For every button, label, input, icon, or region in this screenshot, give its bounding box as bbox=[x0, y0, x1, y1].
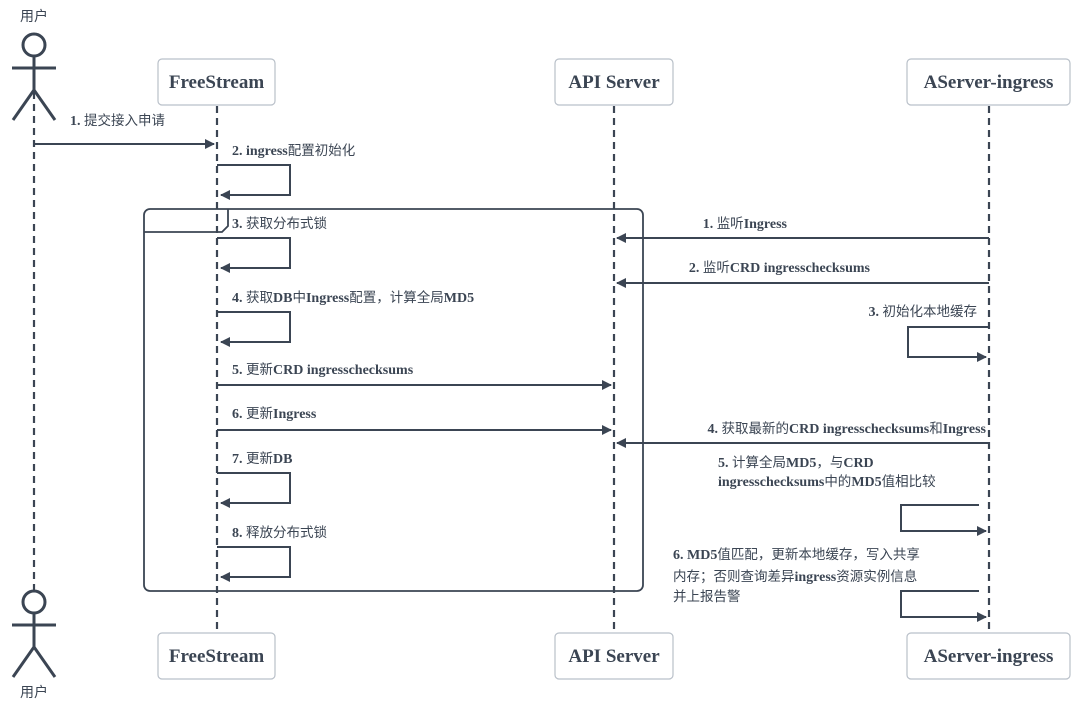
msg-label-a6-line3: 并上报告警 bbox=[673, 589, 741, 604]
participant-aserver-top: AServer-ingress bbox=[906, 58, 1071, 106]
msg-label-a1: 1. 监听Ingress bbox=[703, 216, 788, 232]
msg-label-f5: 5. 更新CRD ingresschecksums bbox=[232, 362, 414, 378]
actor-user-bottom: 用户 bbox=[11, 589, 57, 701]
svg-text:AServer-ingress: AServer-ingress bbox=[924, 646, 1054, 667]
arrow-a6 bbox=[900, 590, 987, 622]
msg-label-f8: 8. 释放分布式锁 bbox=[232, 525, 327, 541]
msg-label-u1: 1. 提交接入申请 bbox=[70, 112, 165, 129]
participant-aserver-bottom: AServer-ingress bbox=[906, 632, 1071, 680]
msg-label-a6-line2: 内存；否则查询差异ingress资源实例信息 bbox=[673, 568, 917, 585]
svg-text:AServer-ingress: AServer-ingress bbox=[924, 72, 1054, 93]
msg-label-a4: 4. 获取最新的CRD ingresschecksums和Ingress bbox=[708, 421, 987, 437]
msg-label-f3: 3. 获取分布式锁 bbox=[232, 216, 327, 232]
svg-text:FreeStream: FreeStream bbox=[169, 72, 264, 93]
participant-apiserver-bottom: API Server bbox=[554, 632, 674, 680]
arrow-f3 bbox=[217, 237, 291, 273]
msg-label-a5-line1: 5. 计算全局MD5，与CRD bbox=[718, 454, 874, 471]
arrow-f7 bbox=[217, 472, 291, 508]
svg-text:FreeStream: FreeStream bbox=[169, 646, 264, 667]
svg-text:API Server: API Server bbox=[568, 72, 660, 93]
msg-label-a2: 2. 监听CRD ingresschecksums bbox=[689, 260, 871, 276]
arrow-f4 bbox=[217, 311, 291, 347]
arrow-f8 bbox=[217, 546, 291, 582]
actor-label-top: 用户 bbox=[20, 8, 48, 25]
participant-apiserver-top: API Server bbox=[554, 58, 674, 106]
msg-label-f7: 7. 更新DB bbox=[232, 451, 292, 467]
arrow-f2 bbox=[217, 164, 291, 200]
actor-label-bottom: 用户 bbox=[20, 684, 48, 701]
msg-label-f2: 2. ingress配置初始化 bbox=[232, 142, 355, 159]
lock-frame bbox=[143, 208, 644, 592]
arrow-a3 bbox=[907, 326, 989, 362]
msg-label-a5-line2: ingresschecksums中的MD5值相比较 bbox=[718, 474, 936, 490]
msg-label-f6: 6. 更新Ingress bbox=[232, 406, 317, 422]
msg-label-f4: 4. 获取DB中Ingress配置，计算全局MD5 bbox=[232, 289, 474, 306]
actor-user-top: 用户 bbox=[11, 8, 57, 121]
arrow-a5 bbox=[900, 504, 987, 536]
svg-text:API Server: API Server bbox=[568, 646, 660, 667]
participant-freestream-bottom: FreeStream bbox=[157, 632, 276, 680]
msg-label-a6-line1: 6. MD5值匹配，更新本地缓存，写入共享 bbox=[673, 546, 920, 563]
participant-freestream-top: FreeStream bbox=[157, 58, 276, 106]
msg-label-a3: 3. 初始化本地缓存 bbox=[869, 303, 978, 320]
